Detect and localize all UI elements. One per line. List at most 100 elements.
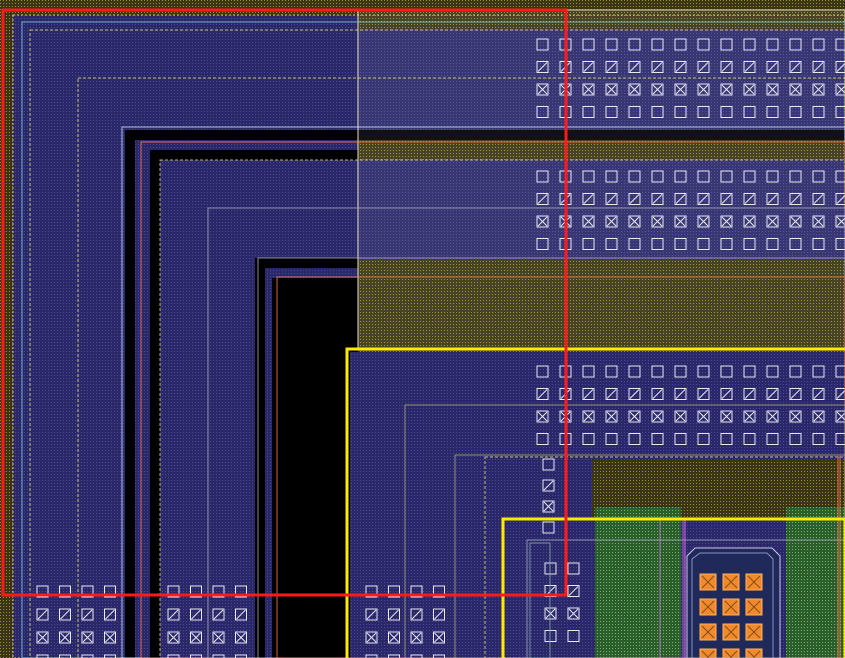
via	[167, 631, 180, 644]
via	[743, 365, 756, 378]
outline-0	[12, 14, 845, 658]
via	[59, 585, 71, 598]
via	[567, 630, 580, 642]
outline-14	[529, 542, 551, 658]
via	[628, 170, 641, 183]
via	[628, 433, 641, 445]
via	[605, 83, 618, 96]
via	[167, 654, 180, 658]
via	[812, 238, 825, 250]
highlight-box-small[interactable]	[501, 517, 845, 658]
via	[720, 170, 733, 183]
via	[743, 38, 756, 51]
via	[789, 215, 802, 228]
via	[651, 83, 664, 96]
via	[388, 585, 400, 598]
via	[743, 388, 756, 400]
via	[674, 193, 687, 205]
via	[628, 38, 641, 51]
via	[542, 521, 555, 534]
via	[720, 83, 733, 96]
via	[582, 238, 595, 250]
via	[365, 608, 378, 621]
via	[697, 388, 710, 400]
via	[812, 365, 825, 378]
via	[536, 215, 549, 228]
via	[720, 61, 733, 73]
via	[388, 654, 400, 658]
via	[789, 83, 802, 96]
via	[697, 238, 710, 250]
via	[651, 410, 664, 423]
via	[812, 433, 825, 445]
via	[582, 106, 595, 118]
via	[697, 193, 710, 205]
poly-band	[358, 260, 845, 348]
via	[81, 608, 94, 621]
poly-band-thin	[358, 140, 845, 160]
via	[628, 388, 641, 400]
via	[628, 365, 641, 378]
via	[365, 654, 378, 658]
via	[536, 193, 549, 205]
via	[697, 61, 710, 73]
via	[190, 654, 202, 658]
via	[582, 388, 595, 400]
via	[766, 238, 779, 250]
metal-strip-top	[358, 30, 845, 130]
contact-array	[699, 573, 763, 658]
via	[235, 631, 247, 644]
via	[536, 106, 549, 118]
contact	[745, 598, 763, 616]
via	[674, 83, 687, 96]
via	[651, 215, 664, 228]
via	[605, 238, 618, 250]
contact	[699, 573, 717, 591]
via	[605, 38, 618, 51]
outline-4	[121, 126, 845, 658]
via	[410, 631, 423, 644]
outline-1	[21, 21, 845, 658]
via	[835, 433, 845, 445]
via	[433, 608, 445, 621]
contact	[699, 648, 717, 658]
via	[812, 410, 825, 423]
via	[651, 193, 664, 205]
highlight-box-large[interactable]	[345, 347, 845, 658]
outline-13	[526, 539, 845, 658]
via	[536, 61, 549, 73]
via	[212, 654, 225, 658]
via	[766, 365, 779, 378]
via	[567, 562, 580, 575]
via	[605, 433, 618, 445]
via	[720, 106, 733, 118]
via	[567, 585, 580, 597]
via	[104, 654, 116, 658]
via	[410, 654, 423, 658]
via	[743, 170, 756, 183]
outline-10	[404, 404, 845, 658]
via	[582, 83, 595, 96]
via	[651, 106, 664, 118]
via	[605, 410, 618, 423]
via	[235, 654, 247, 658]
metal-strip-middle	[358, 160, 845, 260]
outline-9	[276, 276, 845, 658]
outline-5	[140, 141, 845, 658]
via	[212, 585, 225, 598]
via	[812, 193, 825, 205]
via	[789, 410, 802, 423]
octagon-pad-inner	[691, 552, 774, 658]
via	[766, 215, 779, 228]
via	[235, 585, 247, 598]
via	[812, 83, 825, 96]
selection-box[interactable]	[1, 8, 568, 597]
via	[697, 433, 710, 445]
via	[743, 410, 756, 423]
via	[835, 365, 845, 378]
via	[36, 585, 49, 598]
contact	[722, 598, 740, 616]
via	[536, 83, 549, 96]
via	[605, 106, 618, 118]
